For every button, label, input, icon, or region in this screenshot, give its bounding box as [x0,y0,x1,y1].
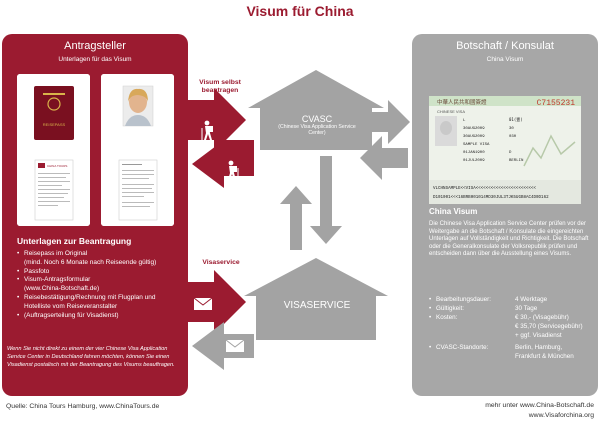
passport-photo-thumbnail [101,74,174,164]
visa-field-d: D [509,151,512,155]
list-item: Reisebestätigung/Rechnung mit Flugplan u… [17,294,187,303]
visa-sticker-image: 中華人民共和國簽證 C7155231 CHINESE VISA L 01(壹) … [429,96,581,204]
confirmation-letter-thumbnail [101,154,174,226]
documents-section-title: Unterlagen zur Beantragung [17,236,132,246]
visa-mrz-line-1: VLCHNSAMPLE<<VISA<<<<<<<<<<<<<<<<<<<<<<<… [433,186,537,191]
applicant-panel: Antragsteller Unterlagen für das Visum R… [2,34,188,396]
envelope-icon [225,339,245,352]
fee-value: + ggf. Visadienst [515,332,562,339]
documents-list: Reisepass im Original (mind. Noch 6 Mona… [17,250,187,320]
visaservice-label: Visaservice [202,259,240,266]
visaforchina-link[interactable]: www.Visaforchina.org [528,412,594,419]
arrow-cvasc-down [310,156,342,244]
list-item: Hotelliste vom Reiseveranstalter [24,302,118,310]
list-item: (Auftragserteilung für Visadienst) [17,312,187,321]
visa-name: SAMPLE VISA [463,143,490,147]
passport-thumbnail: REISEPASS [17,74,90,164]
fee-value: 4 Werktage [515,296,548,303]
arrow-visaservice-up [280,186,312,250]
fee-value: Berlin, Hamburg, [515,344,563,351]
list-item: Visum-Antragsformular [17,276,187,285]
list-item: (mind. Noch 6 Monate nach Reiseende gült… [24,258,157,266]
visa-title-text: CHINESE VISA [437,109,465,114]
fee-label: Gültigkeit: [429,305,464,313]
visaservice-title: VISASERVICE [283,300,351,311]
embassy-heading: Botschaft / Konsulat [456,40,554,52]
visa-place: BERLIN [509,159,524,163]
cvasc-house-shape [248,70,384,150]
passport-label: REISEPASS [43,122,66,127]
china-visa-description: Die Chinese Visa Application Service Cen… [429,221,589,258]
list-item: (www.China-Botschaft.de) [24,285,100,293]
cvasc-title: CVASC [301,114,333,124]
list-item: Passfoto [17,268,187,277]
visa-date1: 30AUG2009 [463,127,485,131]
visa-field-m: 01(壹) [509,116,523,122]
visaservice-house-shape [244,258,388,340]
visa-header: 中華人民共和國簽證 [437,98,487,106]
fee-label: CVASC-Standorte: [429,344,488,352]
arrow-visaservice-to-applicant [192,322,254,370]
fee-value: € 35,70 (Servicegebühr) [515,323,583,330]
envelope-icon [193,297,213,310]
arrow-cvasc-to-applicant [192,140,254,188]
self-apply-label: Visum selbst beantragen [199,79,241,94]
fee-value: € 30,- (Visagebühr) [515,314,569,321]
visa-field-030: 030 [509,135,517,139]
visa-form-thumbnail: CHINA TOURS [17,154,90,226]
embassy-subheading: China Visum [486,56,524,63]
hiker-icon [228,160,239,180]
fee-label: Kosten: [429,314,457,322]
visa-date3: 30AUG2009 [463,135,485,139]
more-info-link[interactable]: mehr unter www.China-Botschaft.de [485,402,594,409]
page-title: Visum für China [246,3,354,19]
fee-label: Bearbeitungsdauer: [429,296,491,304]
hiker-icon [201,120,213,140]
arrow-applicant-to-visaservice [188,270,246,334]
visa-number: C7155231 [537,99,576,108]
fee-value: Frankfurt & München [515,353,574,360]
visa-field-l: L [463,119,466,123]
visa-date5: 01JUL2009 [463,159,485,163]
eagle-emblem-icon [47,97,61,111]
applicant-subheading: Unterlagen für das Visum [58,56,132,63]
visa-date4: 01JAN1900 [463,151,485,155]
china-visa-section-title: China Visum [429,207,478,216]
cvasc-subtitle: (Chinese Visa Application Service Center… [278,124,356,136]
source-credit: Quelle: China Tours Hamburg, www.ChinaTo… [6,403,160,410]
applicant-heading: Antragsteller [64,40,126,52]
arrow-embassy-to-cvasc [360,136,408,180]
visa-date2: 30 [509,127,514,131]
fee-value: 30 Tage [515,305,538,312]
visa-service-note: Wenn Sie nicht direkt zu einem der vier … [7,346,175,368]
form-header-label: CHINA TOURS [47,164,67,168]
visa-mrz-line-2: D101001<<<16BRB001014MD30JUL3TJK5UGB8AC4… [433,195,549,200]
embassy-panel: Botschaft / Konsulat China Visum 中華人民共和國… [412,34,598,396]
list-item: Reisepass im Original [17,250,187,259]
arrow-cvasc-to-embassy [362,100,410,144]
